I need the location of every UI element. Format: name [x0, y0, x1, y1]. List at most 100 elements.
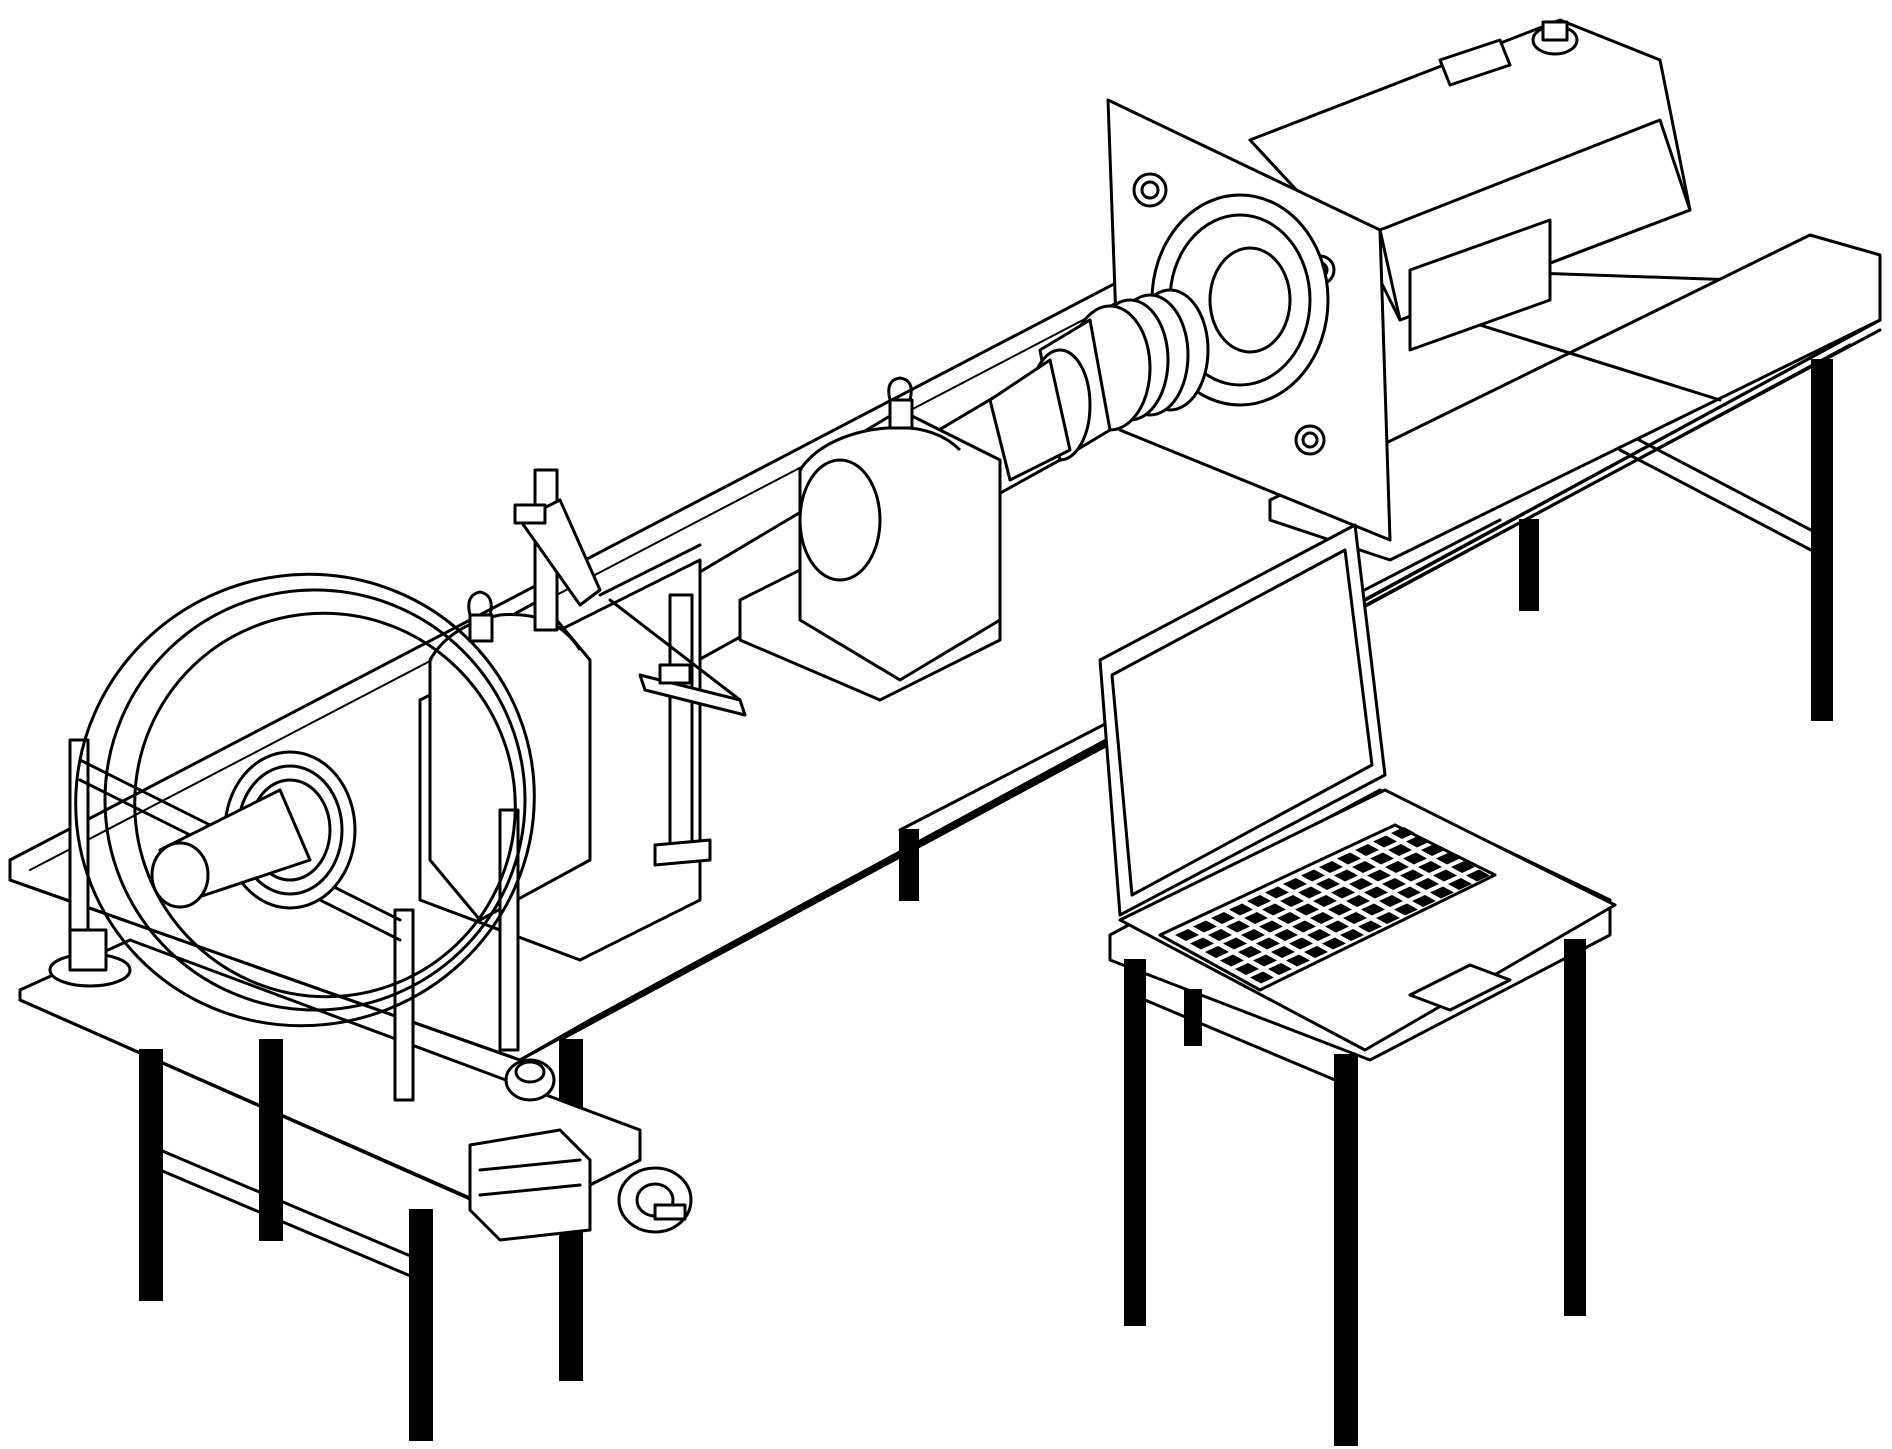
laptop-key [1274, 929, 1298, 941]
loading-ring-outer [74, 572, 536, 1028]
laptop-key [1256, 937, 1280, 950]
motor-connector [1438, 38, 1512, 87]
laptop-key [1322, 937, 1346, 950]
bearing-pedestal-right [738, 376, 1002, 702]
laptop-key [1226, 920, 1250, 933]
laptop-key [1430, 886, 1454, 899]
laptop-key [1211, 912, 1235, 924]
sensor-arm-lower [638, 673, 747, 717]
laptop-key [1433, 869, 1457, 882]
frame-post-back [498, 808, 520, 1052]
laptop-key [1253, 954, 1277, 967]
laptop-key [1325, 920, 1349, 933]
loading-ring-inner [103, 588, 527, 1012]
laptop-table-leg-left [1124, 959, 1146, 1326]
laptop-key [1190, 937, 1214, 950]
laptop-key [1451, 861, 1475, 873]
laptop-key [1316, 878, 1340, 890]
laptop-key [1421, 844, 1445, 856]
laptop-key [1289, 937, 1313, 950]
shaft-coupling [1028, 288, 1222, 690]
laptop-key [1280, 895, 1304, 907]
motor-base-plate [1268, 233, 1882, 562]
bench-leg-right-front [1811, 359, 1833, 721]
laptop-key [1262, 903, 1286, 916]
laptop-key [1382, 878, 1406, 890]
laptop-key [1466, 869, 1490, 882]
laptop-key [1406, 835, 1430, 848]
laptop-key [1379, 895, 1403, 907]
laptop-key [1373, 835, 1397, 848]
laptop-key [1298, 886, 1322, 899]
sensor-base-lower [653, 838, 712, 867]
laptop-key [1376, 912, 1400, 924]
laptop-key [1364, 886, 1388, 899]
laptop-key [1328, 903, 1352, 916]
laptop-key [1229, 903, 1253, 916]
loading-ring [74, 572, 536, 1028]
laptop-key [1295, 903, 1319, 916]
sensor-stand-lower [608, 593, 747, 867]
laptop-key [1331, 886, 1355, 899]
lifting-eye-left [467, 590, 493, 617]
shaft-end-face [150, 841, 210, 909]
laptop-key [1349, 878, 1373, 890]
laptop-key [1436, 852, 1460, 865]
laptop-key [1265, 886, 1289, 899]
bench-rail-side [1618, 428, 1832, 542]
bench-leg-right-back [1519, 519, 1539, 611]
front-leg-mid [259, 1039, 283, 1241]
laptop-key [1235, 963, 1259, 975]
laptop-key [1250, 971, 1274, 984]
laptop-key [1412, 895, 1436, 907]
laptop-keys [1175, 827, 1490, 984]
laptop-screen [1110, 548, 1374, 897]
laptop-key [1286, 954, 1310, 967]
sensor-arm-upper [518, 498, 602, 607]
laptop-key [1367, 869, 1391, 882]
lifting-eye-right [887, 376, 913, 402]
laptop-key [1403, 852, 1427, 865]
laptop-key [1244, 912, 1268, 924]
laptop-key [1307, 929, 1331, 941]
laptop-key [1397, 886, 1421, 899]
laptop-key [1268, 963, 1292, 975]
laptop-key [1394, 903, 1418, 916]
laptop-key [1259, 920, 1283, 933]
sensor-stand-upper [513, 468, 702, 632]
laptop-key [1241, 929, 1265, 941]
load-cell-block [468, 1128, 592, 1242]
laptop-key [1418, 861, 1442, 873]
laptop-key [1223, 937, 1247, 950]
laptop-key [1283, 878, 1307, 890]
laptop-key [1334, 869, 1358, 882]
laptop-key [1343, 912, 1367, 924]
laptop-key [1361, 903, 1385, 916]
laptop-key [1310, 912, 1334, 924]
laptop-keyboard [1158, 823, 1497, 992]
laptop-key [1193, 920, 1217, 933]
laptop-key [1391, 827, 1415, 839]
laptop-key [1340, 929, 1364, 941]
sensor-post-lower [668, 593, 694, 857]
laptop-key [1358, 920, 1382, 933]
laptop-key [1208, 929, 1232, 941]
laptop-key [1385, 861, 1409, 873]
laptop-key [1415, 878, 1439, 890]
laptop-key [1448, 878, 1472, 890]
bench-leg-mid-back [899, 829, 919, 901]
laptop-key [1205, 946, 1229, 958]
front-leg-right [409, 1209, 433, 1441]
laptop-table-leg-right [1564, 939, 1586, 1316]
laptop-key [1238, 946, 1262, 958]
laptop-key [1277, 912, 1301, 924]
laptop-key [1370, 852, 1394, 865]
loading-frame [18, 738, 693, 1441]
laptop-key [1313, 895, 1337, 907]
laptop-key [1400, 869, 1424, 882]
laptop-key [1301, 869, 1325, 882]
laptop-key [1337, 852, 1361, 865]
laptop-key [1175, 929, 1199, 941]
